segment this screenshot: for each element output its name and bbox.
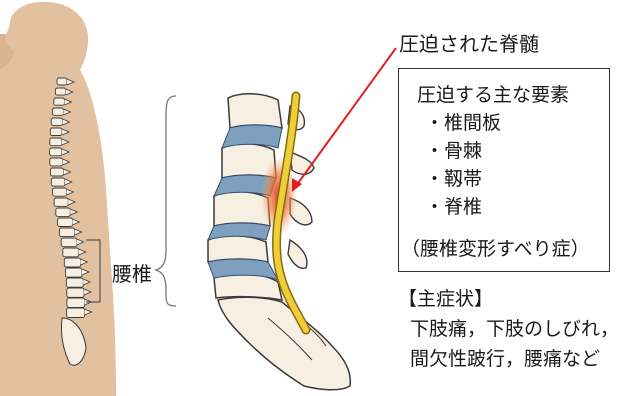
symptoms-title: 【主症状】 <box>398 284 493 311</box>
pointer-arrow <box>292 48 396 192</box>
symptoms-line: 間欠性跛行，腰痛など <box>410 344 600 371</box>
disc-1 <box>222 125 282 148</box>
spine-vertebra <box>50 168 63 176</box>
lumbar-label: 腰椎 <box>112 258 152 287</box>
spine-vertebra <box>50 158 63 166</box>
factors-list: ・椎間板 ・骨棘 ・靱帯 ・脊椎 <box>425 109 501 221</box>
spine-vertebra <box>57 78 67 85</box>
spine-vertebra <box>59 228 74 237</box>
factor-item: ・椎間板 <box>425 109 501 137</box>
symptoms-line: 下肢痛，下肢のしびれ， <box>410 314 619 341</box>
spine-vertebra <box>53 188 67 196</box>
factor-item: ・脊椎 <box>425 193 501 221</box>
lumbar-brace <box>156 96 176 306</box>
spine-vertebra <box>67 298 85 307</box>
spine-vertebra <box>63 248 79 257</box>
factor-item: ・骨棘 <box>425 137 501 165</box>
spine-vertebra <box>64 258 80 267</box>
spine-vertebra <box>50 138 62 146</box>
factors-title: 圧迫する主な要素 <box>417 81 569 109</box>
spine-vertebra <box>58 218 73 227</box>
spine-vertebra <box>61 238 77 247</box>
factors-note: （腰椎変形すべり症） <box>401 235 590 263</box>
spine-vertebra <box>52 108 63 115</box>
spine-vertebra <box>56 208 71 216</box>
spine-vertebra <box>55 88 65 95</box>
vertebra-l1 <box>228 94 282 128</box>
sacrum <box>218 297 350 390</box>
spine-vertebra <box>54 198 68 206</box>
compression-factors-box: 圧迫する主な要素 ・椎間板 ・骨棘 ・靱帯 ・脊椎 （腰椎変形すべり症） <box>398 68 610 272</box>
spine-vertebra <box>67 308 85 318</box>
factor-item: ・靱帯 <box>425 165 501 193</box>
spine-vertebra <box>54 98 65 105</box>
spine-vertebra <box>66 278 83 287</box>
spine-vertebra <box>65 268 82 277</box>
vertebra-l4 <box>208 236 268 262</box>
spine-vertebra <box>50 148 62 156</box>
spine-vertebra <box>51 118 62 125</box>
spine-vertebra <box>51 178 65 186</box>
spine-vertebra <box>50 128 62 136</box>
spine-vertebra <box>67 288 84 297</box>
compressed-cord-label: 圧迫された脊髄 <box>399 28 539 57</box>
lumbar-spine-closeup <box>208 94 350 390</box>
